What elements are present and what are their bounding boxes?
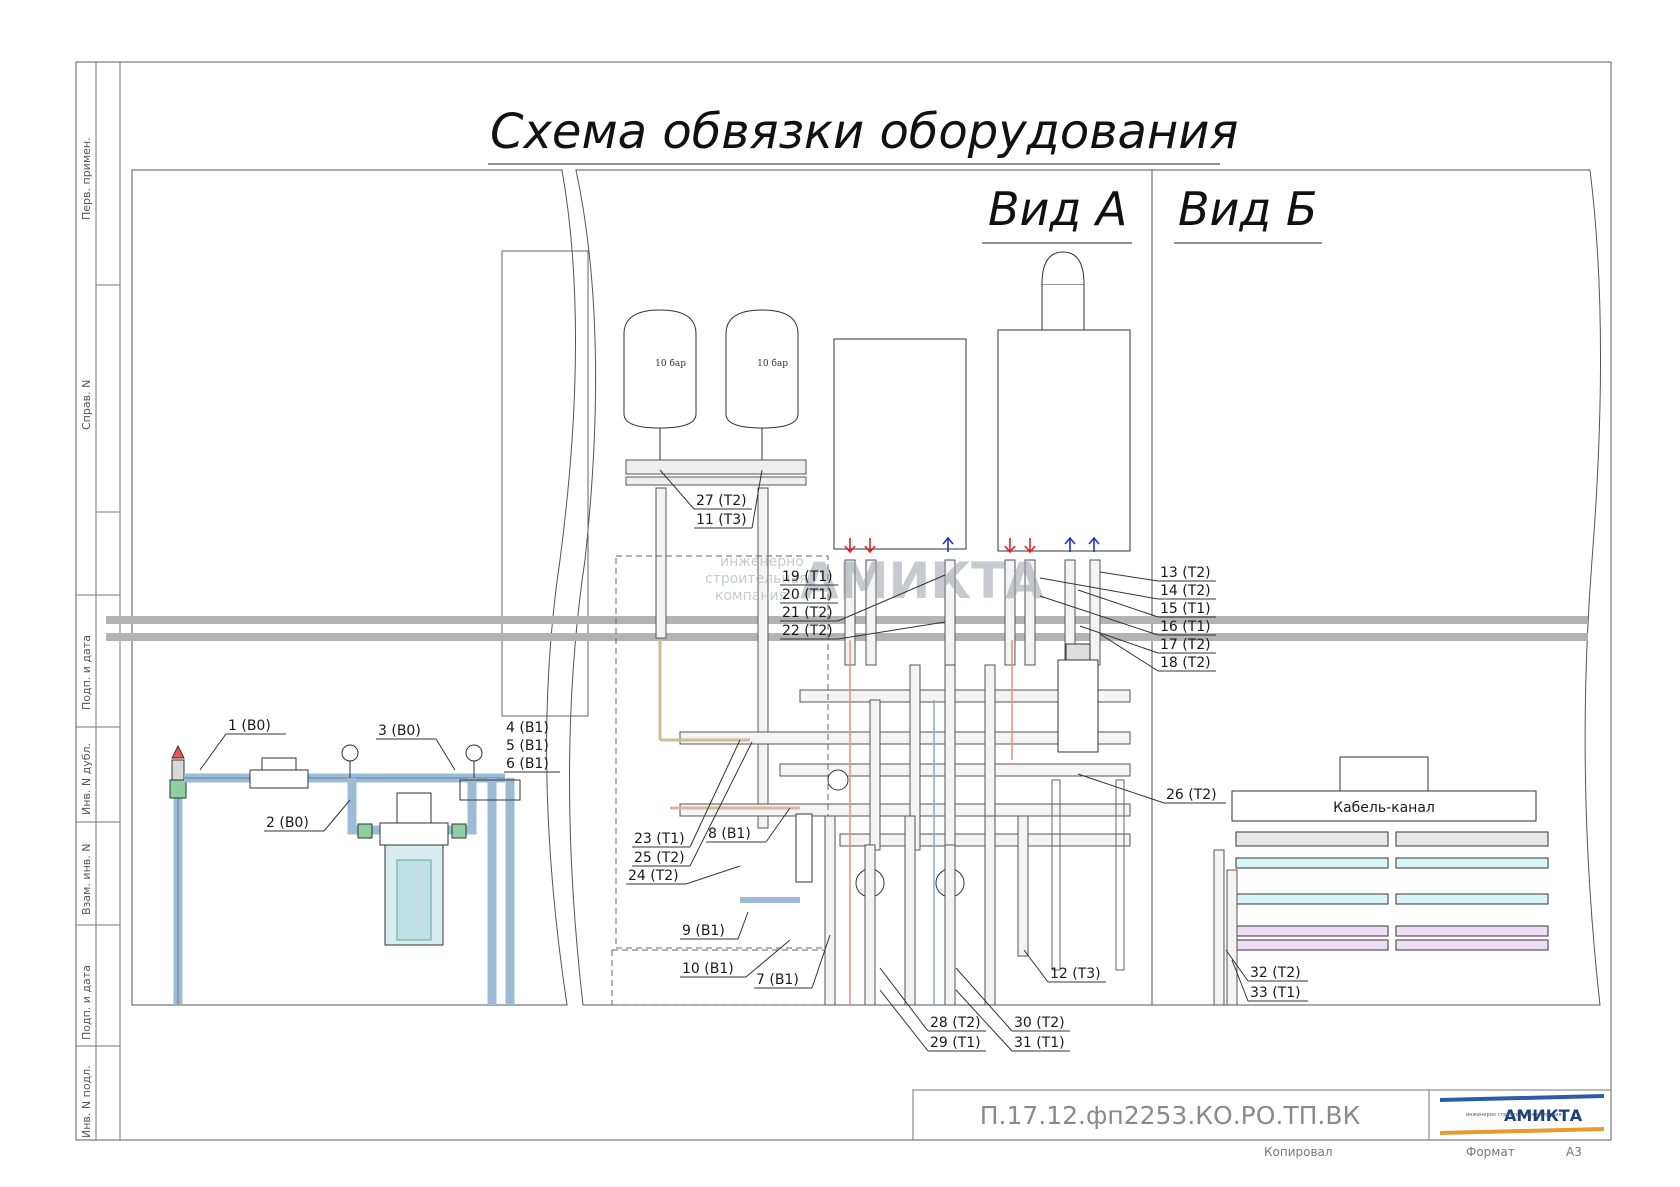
drawing-title: Схема обвязки оборудования [490,104,1238,160]
callout-18: 18 (Т2) [1160,655,1211,671]
callout-2: 2 (В0) [266,815,309,831]
water-inlet-assembly [169,744,521,1005]
cable-channel-label: Кабель-канал [1333,800,1435,816]
stamp-inv-podl: Инв. N подл. [80,1065,93,1138]
callout-15: 15 (Т1) [1160,601,1211,617]
callout-6: 6 (В1) [506,756,549,772]
stamp-vzam-inv: Взам. инв. N [80,844,93,915]
stamp-sprav: Справ. N [80,380,93,430]
view-a-label: Вид А [988,182,1127,236]
watermark-sub1: инженерно [720,554,804,570]
callout-31: 31 (Т1) [1014,1035,1065,1051]
stamp-inv-dubl: Инв. N дубл. [80,743,93,815]
boiler-2 [997,329,1131,552]
logo-name: АМИКТА [1504,1106,1583,1125]
mounting-rail [625,459,807,475]
dashed-zone [615,555,829,949]
callout-20: 20 (Т1) [782,587,833,603]
callout-13: 13 (Т2) [1160,565,1211,581]
callout-9: 9 (В1) [682,923,725,939]
pump-risers [824,815,1029,1006]
callout-27: 27 (Т2) [696,493,747,509]
callout-10: 10 (В1) [682,961,734,977]
boiler-2-flue [1041,251,1085,331]
company-logo: АМИКТА инженерно строительная компания [1440,1094,1604,1135]
callout-24: 24 (Т2) [628,868,679,884]
callout-14: 14 (Т2) [1160,583,1211,599]
document-number: П.17.12.фп2253.КО.РО.ТП.ВК [980,1101,1361,1130]
callout-19: 19 (Т1) [782,569,833,585]
watermark-sub3: компания [715,588,787,604]
callouts: 1 (В0) 2 (В0) 3 (В0) 4 (В1) 5 (В1) 6 (В1… [199,469,1308,1052]
manifold-left [1235,831,1389,951]
makeup-water-lines [658,640,813,903]
wall-section [501,250,589,717]
tank-1-label: 10 бар [655,358,686,369]
callout-30: 30 (Т2) [1014,1015,1065,1031]
hydraulic-separator [1057,659,1099,753]
callout-17: 17 (Т2) [1160,637,1211,653]
boiler-1 [833,338,967,550]
footer-size: А3 [1566,1145,1582,1159]
title-block [912,1089,1612,1141]
callout-32: 32 (Т2) [1250,965,1301,981]
expansion-tank-2: 10 бар [725,309,799,470]
stamp-podp-data-2: Подп. и дата [80,965,93,1040]
footer-format: Формат [1466,1145,1515,1159]
footer-copied: Копировал [1264,1145,1333,1159]
callout-28: 28 (Т2) [930,1015,981,1031]
tank-2-label: 10 бар [757,358,788,369]
callout-1: 1 (В0) [228,718,271,734]
pipe-color-accents [849,640,1013,1005]
stamp-dividers [76,284,120,1047]
pipe-risers [655,487,1101,829]
right-panel [569,169,1602,1006]
view-b-label: Вид Б [1178,182,1317,236]
callout-25: 25 (Т2) [634,850,685,866]
manifold-feed-pipes [1213,849,1238,1006]
water-meter [249,757,309,789]
watermark: инженерно строительная компания АМИКТА [705,552,1044,610]
manifold-right [1395,831,1549,951]
callout-33: 33 (Т1) [1250,985,1301,1001]
callout-12: 12 (Т3) [1050,966,1101,982]
watermark-sub2: строительная [705,571,808,587]
expansion-tank-1: 10 бар [623,309,697,470]
callout-8: 8 (В1) [708,826,751,842]
stamp-perv-primen: Перв. примен. [80,137,93,220]
watermark-name: АМИКТА [800,552,1044,610]
outer-frame [75,61,1612,1141]
cable-channel [1231,790,1537,822]
pressure-gauge-2 [465,744,483,762]
water-filter [379,792,449,946]
callout-26: 26 (Т2) [1166,787,1217,803]
pressure-gauge-1 [341,744,359,762]
callout-21: 21 (Т2) [782,605,833,621]
flow-arrows [844,536,1100,554]
cable-box [1339,756,1429,792]
callout-7: 7 (В1) [756,972,799,988]
callout-11: 11 (Т3) [696,512,747,528]
mounting-racks [1051,779,1125,971]
logo-sub: инженерно строительная компания [1466,1112,1561,1118]
callout-23: 23 (Т1) [634,831,685,847]
callout-3: 3 (В0) [378,723,421,739]
left-panel [131,169,576,1006]
callout-22: 22 (Т2) [782,623,833,639]
callout-4: 4 (В1) [506,720,549,736]
callout-29: 29 (Т1) [930,1035,981,1051]
callout-5: 5 (В1) [506,738,549,754]
stamp-podp-data-1: Подп. и дата [80,635,93,710]
callout-16: 16 (Т1) [1160,619,1211,635]
